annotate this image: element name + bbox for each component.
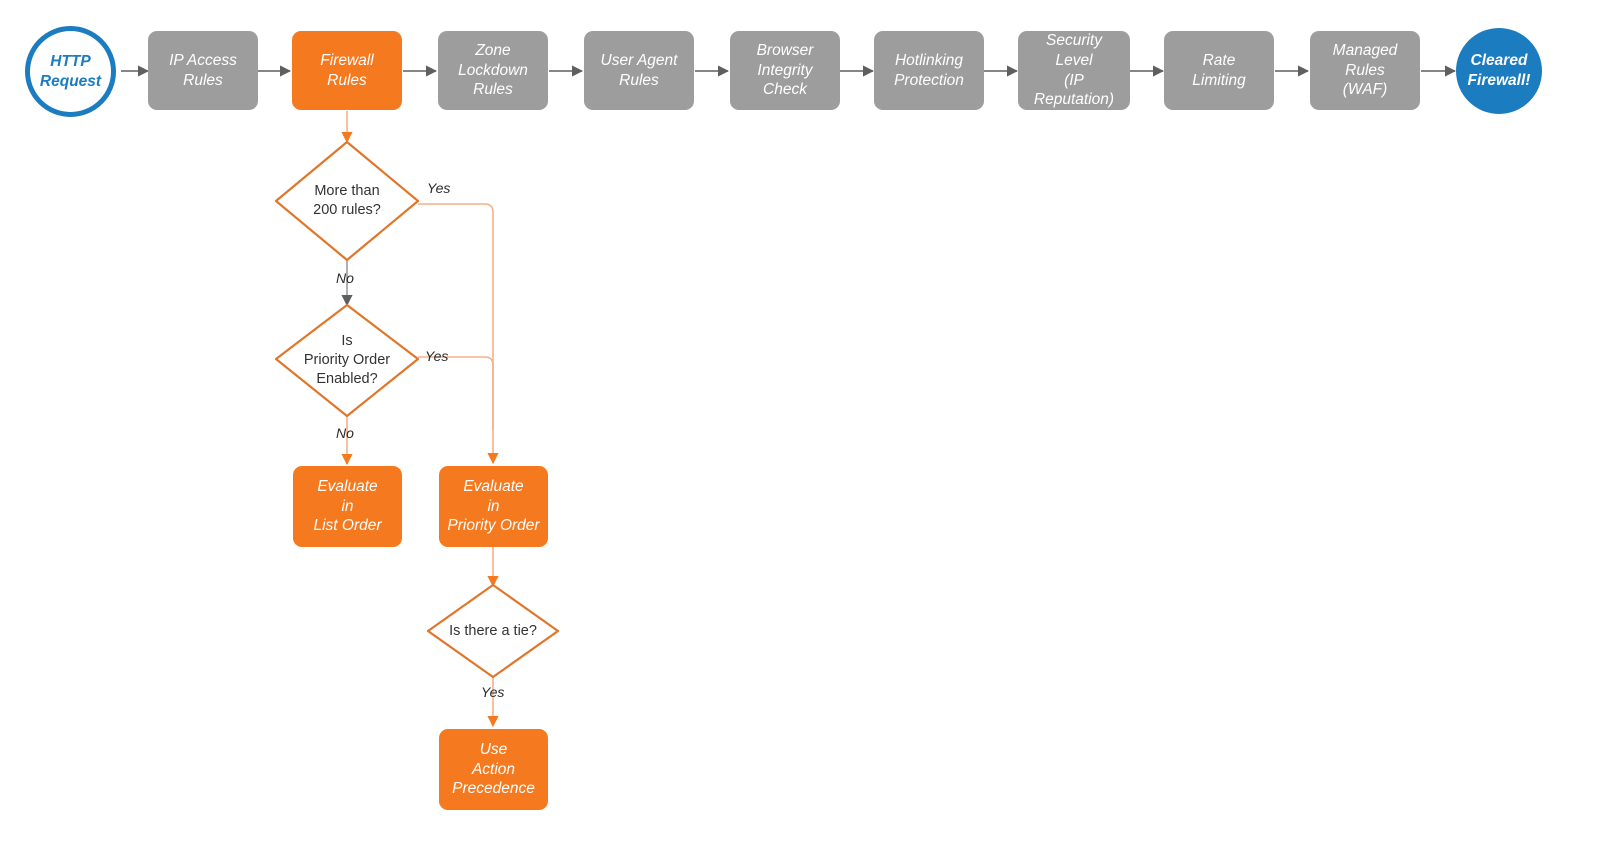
node-evaluate-priority-order[interactable]: Evaluate in Priority Order (439, 466, 548, 547)
node-security-level[interactable]: Security Level (IP Reputation) (1018, 31, 1130, 110)
decision-label-is-there-a-tie: Is there a tie? (449, 622, 537, 639)
node-label-http-request: HTTP Request (39, 52, 102, 90)
node-label-managed-rules-waf: Managed Rules (WAF) (1332, 41, 1398, 99)
node-hotlinking-protection[interactable]: Hotlinking Protection (874, 31, 984, 110)
node-label-firewall-rules: Firewall Rules (320, 51, 374, 89)
node-user-agent-rules[interactable]: User Agent Rules (584, 31, 694, 110)
node-rate-limiting[interactable]: Rate Limiting (1164, 31, 1274, 110)
edge-label-priority-no: No (336, 425, 354, 441)
node-use-action-precedence[interactable]: Use Action Precedence (439, 729, 548, 810)
node-browser-integrity-check[interactable]: Browser Integrity Check (730, 31, 840, 110)
node-evaluate-list-order[interactable]: Evaluate in List Order (293, 466, 402, 547)
node-cleared-firewall[interactable]: Cleared Firewall! (1456, 28, 1542, 114)
edge-label-more200-yes: Yes (427, 180, 451, 196)
node-firewall-rules[interactable]: Firewall Rules (292, 31, 402, 110)
node-label-zone-lockdown-rules: Zone Lockdown Rules (458, 41, 528, 99)
edge-label-tie-yes: Yes (481, 684, 505, 700)
node-label-rate-limiting: Rate Limiting (1192, 51, 1246, 89)
node-label-hotlinking-protection: Hotlinking Protection (894, 51, 964, 89)
node-label-evaluate-priority-order: Evaluate in Priority Order (447, 477, 540, 535)
decision-is-there-a-tie[interactable]: Is there a tie? (428, 585, 558, 677)
edge-label-more200-no: No (336, 270, 354, 286)
edge-label-priority-yes: Yes (425, 348, 449, 364)
node-label-security-level: Security Level (IP Reputation) (1033, 31, 1115, 109)
node-label-ip-access-rules: IP Access Rules (169, 51, 237, 89)
decision-label-priority-order-enabled: Is Priority Order Enabled? (303, 333, 391, 387)
node-label-use-action-precedence: Use Action Precedence (452, 740, 535, 798)
node-zone-lockdown-rules[interactable]: Zone Lockdown Rules (438, 31, 548, 110)
node-ip-access-rules[interactable]: IP Access Rules (148, 31, 258, 110)
node-label-evaluate-list-order: Evaluate in List Order (313, 477, 382, 535)
edge-more200-yes (418, 203, 499, 465)
node-label-browser-integrity-check: Browser Integrity Check (756, 41, 814, 99)
edge-priority-yes (418, 356, 494, 430)
decision-more-than-200-rules[interactable]: More than 200 rules? (276, 142, 418, 260)
node-http-request[interactable]: HTTP Request (25, 26, 116, 117)
decision-label-more-than-200-rules: More than 200 rules? (313, 183, 381, 218)
decision-priority-order-enabled[interactable]: Is Priority Order Enabled? (276, 305, 418, 416)
node-managed-rules-waf[interactable]: Managed Rules (WAF) (1310, 31, 1420, 110)
node-label-cleared-firewall: Cleared Firewall! (1467, 52, 1531, 89)
node-label-user-agent-rules: User Agent Rules (600, 51, 678, 89)
